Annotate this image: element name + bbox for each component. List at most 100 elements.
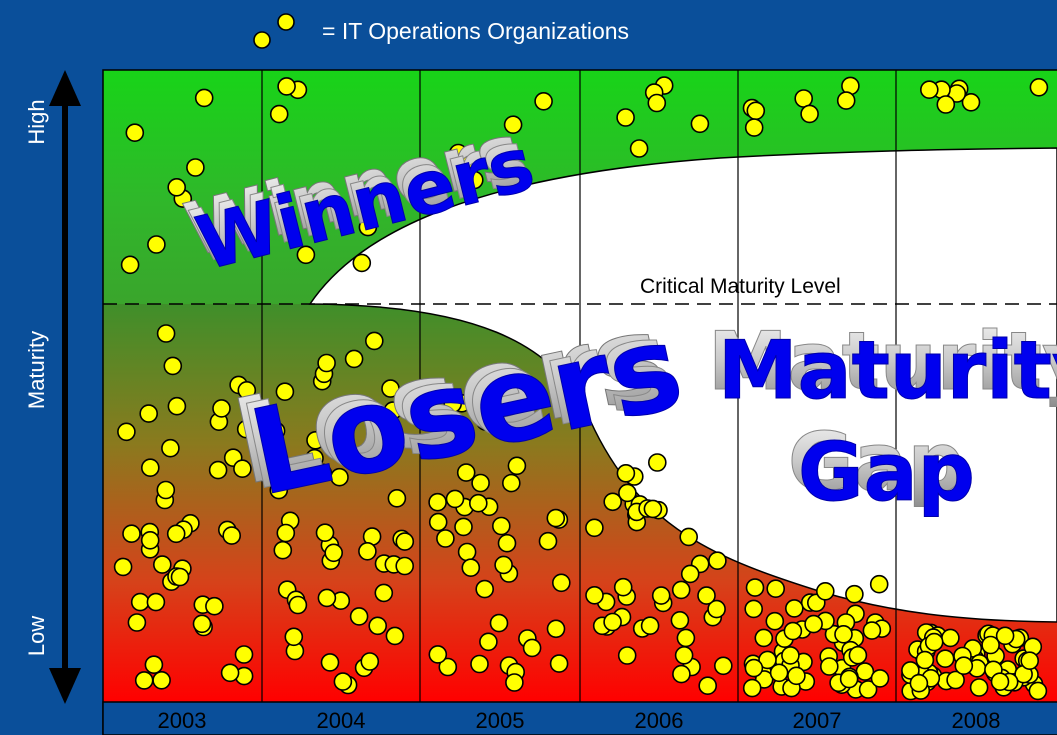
gap-label-line1: Maturity <box>718 324 1057 417</box>
organization-dot <box>395 556 415 576</box>
y-axis-high-label: High <box>24 99 49 144</box>
organization-dot <box>497 533 517 553</box>
organization-dot <box>288 595 308 615</box>
organization-dot <box>284 627 304 647</box>
organization-dot <box>522 380 542 399</box>
organization-dot <box>374 583 394 603</box>
organization-dot <box>836 91 856 110</box>
organization-dot <box>457 542 477 562</box>
arrow-up-icon <box>49 70 81 106</box>
year-label: 2004 <box>317 708 366 733</box>
organization-dot <box>315 523 335 543</box>
organization-dot <box>819 657 839 676</box>
organization-dot <box>489 613 509 633</box>
organization-dot <box>990 672 1010 692</box>
organization-dot <box>383 401 403 420</box>
organization-dot <box>534 92 553 111</box>
x-axis-years: 2003 2004 2005 2006 2007 2008 <box>102 701 1057 735</box>
organization-dot <box>275 382 295 402</box>
organization-dot <box>746 101 766 121</box>
organization-dot <box>698 676 718 696</box>
svg-text:Maturity: Maturity <box>708 315 1057 408</box>
organization-dot <box>152 670 171 690</box>
organization-dot <box>428 492 447 512</box>
gap-label-line2: Gap <box>798 426 975 519</box>
organization-dot <box>134 671 154 690</box>
organization-dot <box>613 577 633 597</box>
organization-dot <box>475 579 495 599</box>
organization-dot <box>471 374 490 394</box>
organization-dot <box>629 139 649 158</box>
y-axis-low-label: Low <box>24 616 49 656</box>
organization-dot <box>901 661 920 680</box>
organization-dot <box>518 415 537 435</box>
organization-dot <box>208 460 228 480</box>
organization-dot <box>120 255 140 275</box>
organization-dot <box>616 108 635 127</box>
organization-dot <box>344 349 364 369</box>
organization-dot <box>651 586 671 605</box>
critical-maturity-label: Critical Maturity Level <box>640 275 841 298</box>
organization-dot <box>269 104 289 124</box>
organization-dot <box>679 527 699 547</box>
organization-dot <box>869 574 889 594</box>
organization-dot <box>436 529 455 548</box>
organization-dot <box>205 596 224 616</box>
organization-dot <box>670 610 690 630</box>
organization-dot <box>166 524 186 544</box>
organization-dot <box>194 88 214 108</box>
organization-dot <box>909 673 929 693</box>
organization-dot <box>969 678 989 697</box>
organization-dots <box>113 76 1049 701</box>
organization-dot <box>783 621 803 641</box>
organization-dot <box>551 573 571 593</box>
organization-dot <box>222 526 241 545</box>
organization-dot <box>358 541 377 561</box>
organization-dot <box>167 396 187 416</box>
organization-dot <box>368 616 388 636</box>
organization-dot <box>503 115 523 134</box>
organization-dot <box>360 652 380 671</box>
organization-dot <box>317 588 337 608</box>
organization-dot <box>505 673 524 692</box>
organization-dot <box>479 632 498 652</box>
organization-dot <box>707 599 726 619</box>
organization-dot <box>438 657 458 677</box>
organization-dot <box>455 152 475 172</box>
organization-dot <box>127 613 147 632</box>
organization-dot <box>358 217 378 237</box>
organization-dot <box>445 489 465 509</box>
organization-dot <box>815 581 835 601</box>
organization-dot <box>961 93 981 112</box>
organization-dot <box>936 95 956 114</box>
organization-dot <box>680 564 700 584</box>
organization-dot <box>708 551 727 571</box>
organization-dot <box>476 412 495 431</box>
organization-dot <box>156 480 176 500</box>
organization-dot <box>395 532 415 551</box>
organization-dot <box>742 678 762 698</box>
organization-dot <box>117 422 136 442</box>
organization-dot <box>141 458 160 478</box>
organization-dot <box>220 663 240 683</box>
organization-dot <box>941 628 960 648</box>
organization-dot <box>491 516 511 536</box>
year-label: 2006 <box>635 708 684 733</box>
organization-dot <box>352 253 372 273</box>
organization-dot <box>981 635 1000 655</box>
organization-dot <box>305 448 324 468</box>
organization-dot <box>364 331 384 351</box>
organization-dot <box>744 599 764 619</box>
organization-dot <box>697 586 716 605</box>
organization-dot <box>781 646 800 665</box>
organization-dot <box>335 436 354 456</box>
year-label: 2007 <box>793 708 842 733</box>
organization-dot <box>915 650 935 670</box>
organization-dot <box>745 578 765 597</box>
organization-dot <box>236 419 256 439</box>
organization-dot <box>153 555 172 574</box>
y-axis: High Maturity Low <box>24 70 81 704</box>
organization-dot <box>546 619 566 639</box>
organization-dot <box>330 467 349 487</box>
